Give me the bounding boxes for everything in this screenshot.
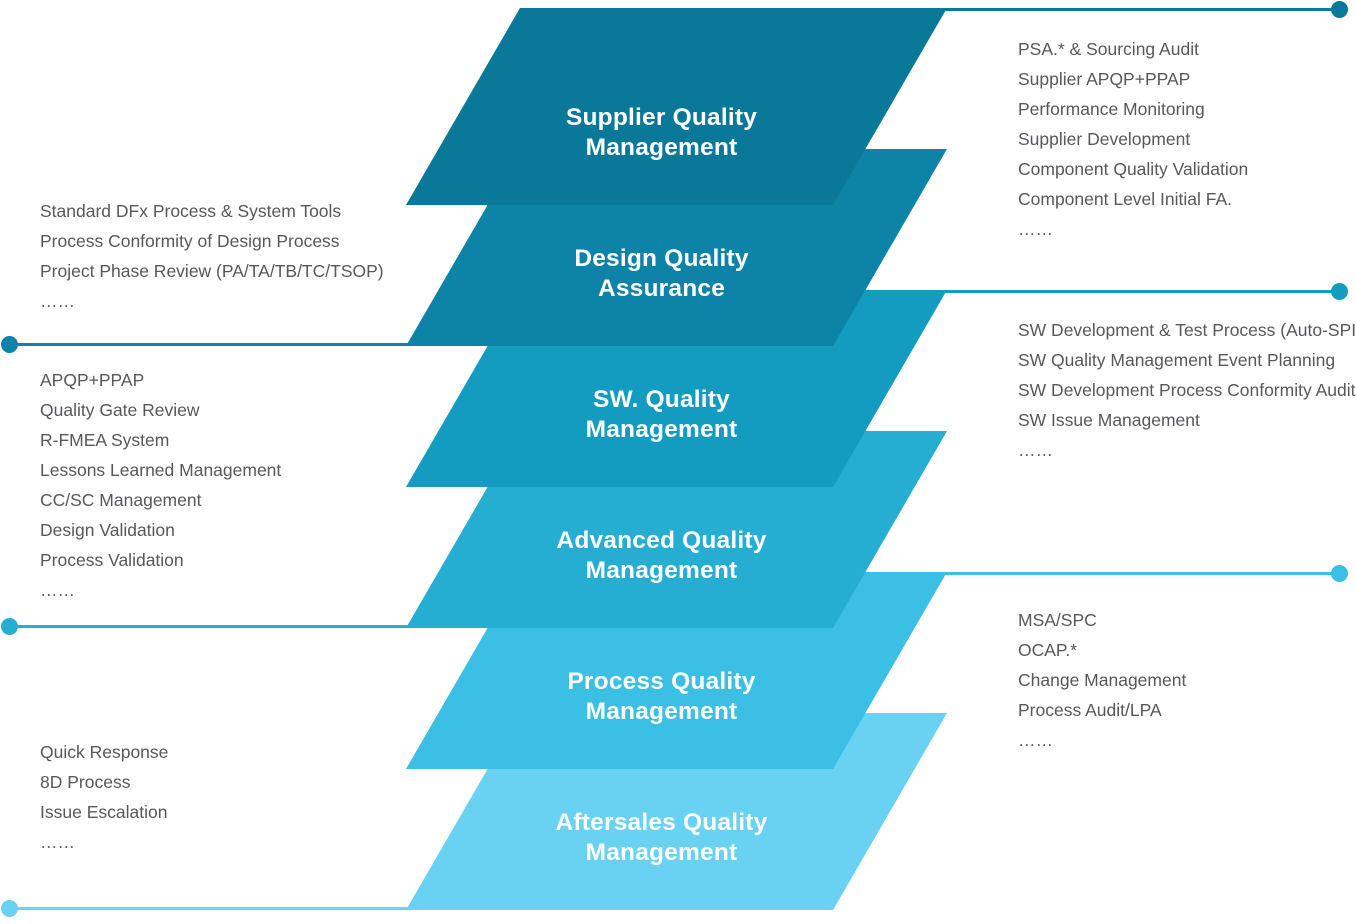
list-item: Design Validation	[40, 520, 175, 540]
list-item: Quick Response	[40, 742, 169, 762]
list-item: Process Audit/LPA	[1018, 700, 1162, 720]
connector-line	[9, 625, 412, 628]
list-item: OCAP.*	[1018, 640, 1078, 660]
band-label: SW. Quality Management	[448, 290, 875, 487]
band-label-line: Process Quality	[567, 667, 756, 695]
connector-dot	[1, 618, 18, 635]
annotation-list-supplier-quality: PSA.* & Sourcing Audit Supplier APQP+PPA…	[1018, 34, 1248, 244]
connector-dot	[1, 900, 18, 917]
connector-line	[940, 290, 1339, 293]
list-item: Change Management	[1018, 670, 1187, 690]
annotation-list-aftersales-quality: Quick Response 8D Process Issue Escalati…	[40, 737, 168, 857]
annotation-list-process-quality: MSA/SPC OCAP.* Change Management Process…	[1018, 605, 1186, 755]
connector-dot	[1331, 565, 1348, 582]
band-label-line: Management	[585, 838, 738, 866]
list-item: ……	[1018, 730, 1053, 750]
list-item: SW Quality Management Event Planning	[1018, 350, 1336, 370]
connector-line	[940, 8, 1339, 11]
list-item: ……	[1018, 440, 1053, 460]
band-label-line: Assurance	[597, 274, 726, 302]
connector-dot	[1331, 1, 1348, 18]
annotation-list-advanced-quality: APQP+PPAP Quality Gate Review R-FMEA Sys…	[40, 365, 281, 605]
list-item: R-FMEA System	[40, 430, 170, 450]
band-label: Supplier Quality Management	[448, 8, 875, 205]
band-label-line: Advanced Quality	[556, 526, 767, 554]
list-item: Quality Gate Review	[40, 400, 200, 420]
band-label: Design Quality Assurance	[448, 149, 875, 346]
connector-aftersales-quality-management	[1, 900, 412, 917]
list-item: CC/SC Management	[40, 490, 202, 510]
band-label: Process Quality Management	[448, 572, 875, 769]
list-item: Component Quality Validation	[1018, 159, 1249, 179]
band-label-line: Management	[585, 697, 738, 725]
list-item: MSA/SPC	[1018, 610, 1097, 630]
list-item: ……	[1018, 219, 1053, 239]
list-item: Process Conformity of Design Process	[40, 231, 340, 251]
band-label-line: Design Quality	[574, 244, 749, 272]
connector-design-quality-assurance	[1, 336, 412, 353]
list-item: Supplier APQP+PPAP	[1018, 69, 1191, 89]
list-item: Lessons Learned Management	[40, 460, 282, 480]
list-item: PSA.* & Sourcing Audit	[1018, 39, 1199, 59]
list-item: APQP+PPAP	[40, 370, 145, 390]
band-label-line: Management	[585, 415, 738, 443]
connector-line	[940, 572, 1339, 575]
band-label-line: Supplier Quality	[565, 103, 758, 131]
band-label-line: SW. Quality	[593, 385, 730, 413]
connector-line	[9, 907, 412, 910]
connector-supplier-quality-management	[940, 1, 1348, 18]
list-item: Standard DFx Process & System Tools	[40, 201, 342, 221]
band-label-line: Management	[585, 133, 738, 161]
list-item: Process Validation	[40, 550, 184, 570]
list-item: Component Level Initial FA.	[1018, 189, 1233, 209]
list-item: SW Development & Test Process (Auto-SPIC…	[1018, 320, 1356, 340]
list-item: Issue Escalation	[40, 802, 168, 822]
list-item: 8D Process	[40, 772, 131, 792]
list-item: Project Phase Review (PA/TA/TB/TC/TSOP)	[40, 261, 384, 281]
annotation-list-sw-quality: SW Development & Test Process (Auto-SPIC…	[1018, 315, 1356, 465]
list-item: ……	[40, 580, 75, 600]
list-item: ……	[40, 291, 75, 311]
band-label: Advanced Quality Management	[448, 431, 875, 628]
connector-dot	[1331, 283, 1348, 300]
list-item: Supplier Development	[1018, 129, 1191, 149]
band-label-line: Aftersales Quality	[555, 808, 768, 836]
list-item: Performance Monitoring	[1018, 99, 1205, 119]
annotation-list-design-quality: Standard DFx Process & System Tools Proc…	[40, 196, 384, 316]
connector-sw-quality-management	[940, 283, 1348, 300]
connector-advanced-quality-management	[1, 618, 412, 635]
list-item: SW Issue Management	[1018, 410, 1200, 430]
band-label: Aftersales Quality Management	[448, 713, 875, 910]
list-item: SW Development Process Conformity Audit	[1018, 380, 1356, 400]
list-item: ……	[40, 832, 75, 852]
band-label-line: Management	[585, 556, 738, 584]
connector-line	[9, 343, 412, 346]
connector-process-quality-management	[940, 565, 1348, 582]
connector-dot	[1, 336, 18, 353]
